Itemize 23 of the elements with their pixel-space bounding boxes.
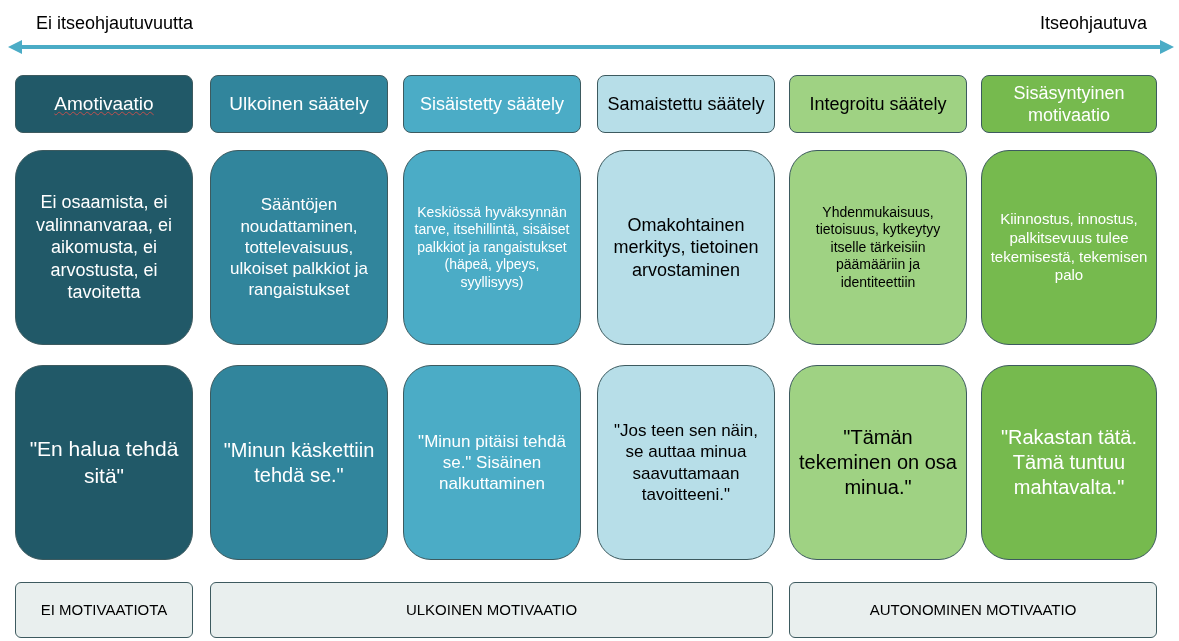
category-box: AUTONOMINEN MOTIVAATIO — [789, 582, 1157, 638]
stage-header: Sisäistetty säätely — [403, 75, 581, 133]
description-box: Sääntöjen noudattaminen, tottelevaisuus, ulkoiset palkkiot ja rangaistukset — [210, 150, 388, 345]
stage-header: Integroitu säätely — [789, 75, 967, 133]
description-box: Yhdenmukaisuus, tietoisuus, kytkeytyy itselle tärkeisiin päämääriin ja identiteettiin — [789, 150, 967, 345]
quote-box: "Jos teen sen näin, se auttaa minua saavuttamaan tavoitteeni." — [597, 365, 775, 560]
axis-label: Itseohjautuva — [1039, 12, 1147, 35]
description-box: Ei osaamista, ei valinnanvaraa, ei aikomusta, ei arvostusta, ei tavoitetta — [15, 150, 193, 345]
stage-header: Samaistettu säätely — [597, 75, 775, 133]
category-box: EI MOTIVAATIOTA — [15, 582, 193, 638]
stage-header: Sisäsyntyinen motivaatio — [981, 75, 1157, 133]
stage-header: Amotivaatio — [15, 75, 193, 133]
quote-box: "En halua tehdä sitä" — [15, 365, 193, 560]
quote-box: "Tämän tekeminen on osa minua." — [789, 365, 967, 560]
axis-label: Ei itseohjautuvuutta — [36, 12, 194, 35]
quote-box: "Minun pitäisi tehdä se." Sisäinen nalkuttaminen — [403, 365, 581, 560]
description-box: Omakohtainen merkitys, tietoinen arvostaminen — [597, 150, 775, 345]
description-box: Kiinnostus, innostus, palkitsevuus tulee tekemisestä, tekemisen palo — [981, 150, 1157, 345]
quote-box: "Rakastan tätä. Tämä tuntuu mahtavalta." — [981, 365, 1157, 560]
category-box: ULKOINEN MOTIVAATIO — [210, 582, 773, 638]
description-box: Keskiössä hyväksynnän tarve, itsehillintä, sisäiset palkkiot ja rangaistukset (häpeä, ylpeys, syyllisyys) — [403, 150, 581, 345]
quote-box: "Minun käskettiin tehdä se." — [210, 365, 388, 560]
stage-header: Ulkoinen säätely — [210, 75, 388, 133]
